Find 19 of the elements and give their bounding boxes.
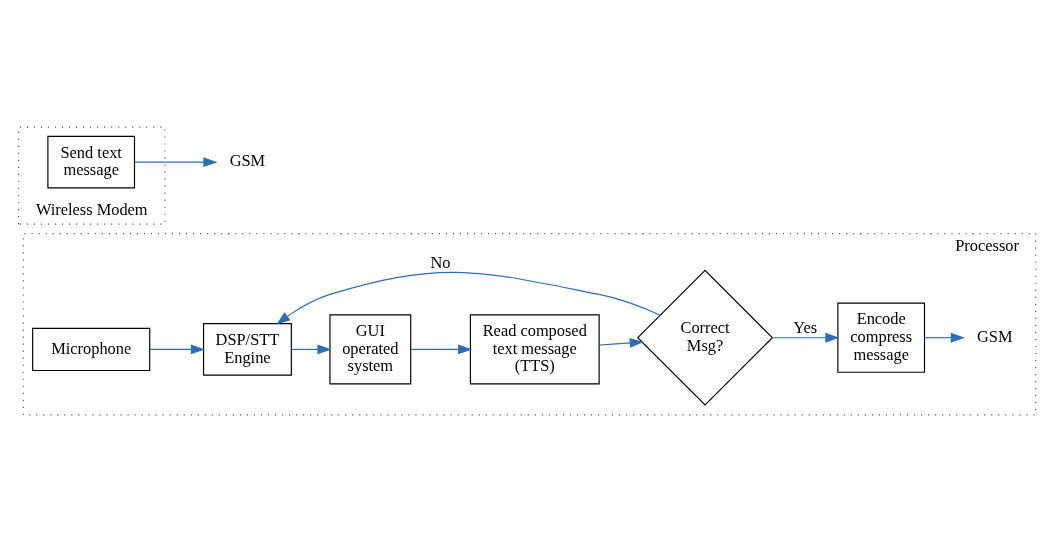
arrow — [410, 344, 473, 354]
arrow — [924, 332, 965, 343]
arrow — [598, 337, 644, 348]
arrow — [290, 344, 332, 354]
arrow — [149, 344, 205, 354]
node-text: GSM — [229, 150, 266, 170]
node-diamond: Correct Msg? — [636, 269, 774, 406]
arrow — [771, 332, 840, 343]
edge-label: No — [430, 252, 451, 272]
node-box: DSP/STT Engine — [202, 322, 292, 376]
node-box: Read composed text message (TTS) — [469, 313, 600, 385]
node-box: Encode compress message — [837, 302, 926, 373]
node-box: Microphone — [32, 327, 151, 371]
node-box: Send text message — [47, 135, 136, 188]
arrow — [276, 271, 661, 325]
node-box: GUI operated system — [329, 313, 412, 385]
arrow — [134, 156, 218, 167]
node-text: GSM — [976, 326, 1013, 346]
edge-label: Yes — [793, 317, 818, 337]
